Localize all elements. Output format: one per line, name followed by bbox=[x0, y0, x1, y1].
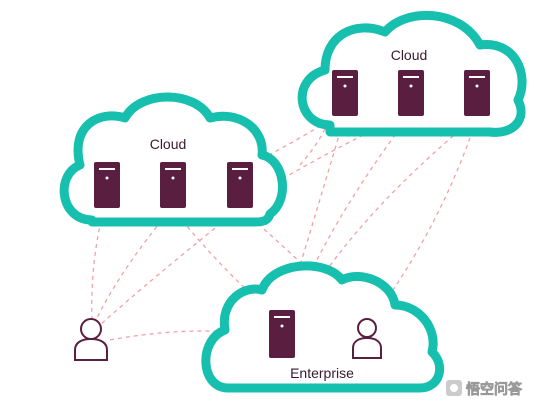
user-person-icon bbox=[352, 318, 382, 359]
watermark: 悟空问答 bbox=[446, 380, 523, 398]
connection-line bbox=[109, 330, 269, 341]
user-person-icon bbox=[74, 318, 108, 361]
connection-line bbox=[91, 204, 106, 321]
cloud-label: Enterprise bbox=[290, 365, 354, 381]
watermark-text: 悟空问答 bbox=[466, 381, 523, 398]
watermark-logo-icon bbox=[446, 380, 462, 396]
cloud-left: Cloud bbox=[59, 92, 287, 227]
server-tower-icon bbox=[227, 162, 253, 208]
server-tower-icon bbox=[269, 310, 295, 358]
connection-line bbox=[294, 114, 479, 321]
server-tower-icon bbox=[464, 70, 490, 116]
cloud-label: Cloud bbox=[391, 47, 428, 63]
cloud-enterprise: Enterprise bbox=[201, 261, 445, 393]
cloud-label: Cloud bbox=[150, 136, 187, 152]
server-tower-icon bbox=[332, 70, 358, 116]
connection-line bbox=[284, 114, 346, 316]
server-tower-icon bbox=[398, 70, 424, 116]
server-tower-icon bbox=[94, 162, 120, 208]
cloud-top-right: Cloud bbox=[297, 10, 527, 137]
server-tower-icon bbox=[160, 162, 186, 208]
